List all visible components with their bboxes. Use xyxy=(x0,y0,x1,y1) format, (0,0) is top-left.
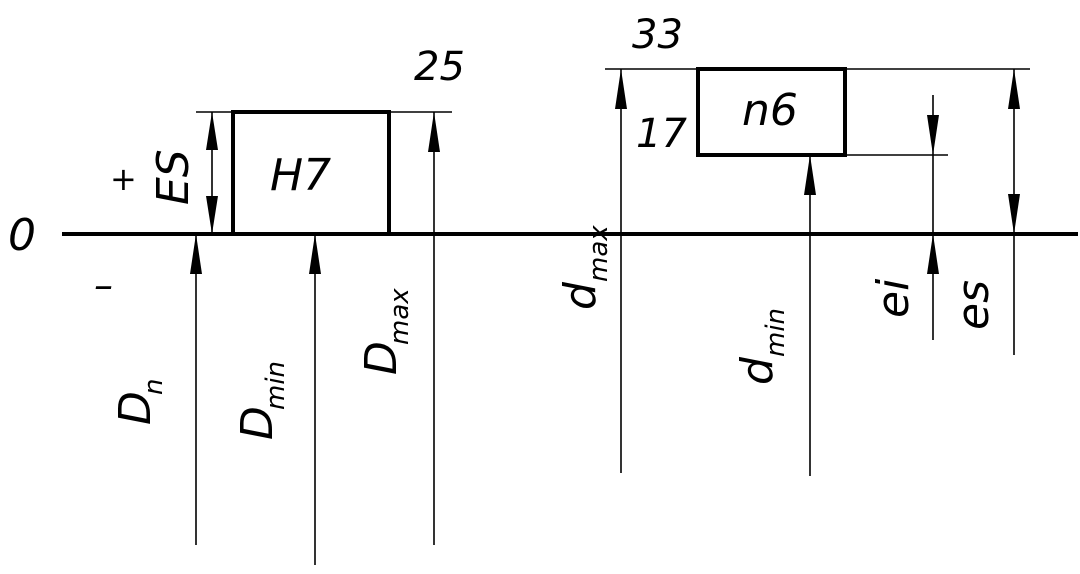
label-d-min-hole-main: D xyxy=(232,406,283,440)
zero-line-label: 0 xyxy=(8,210,36,261)
label-es-shaft: es xyxy=(948,280,999,330)
label-d-min-shaft-sub: min xyxy=(761,308,791,357)
label-d-min-shaft-main: d xyxy=(732,356,783,385)
label-ei: ei xyxy=(868,278,919,318)
dmax-shaft-arrow xyxy=(615,69,627,109)
label-d-max-hole: D max xyxy=(356,288,415,375)
es-shaft-arrow-up xyxy=(1008,69,1020,109)
hole-tolerance-field xyxy=(231,110,391,236)
dmin-shaft-arrow xyxy=(804,155,816,195)
label-d-n-main: D xyxy=(110,391,161,425)
es-hole-arrow-down xyxy=(206,196,218,234)
ei-arrow-up xyxy=(927,234,939,274)
dn-arrow xyxy=(190,234,202,274)
label-d-max-hole-main: D xyxy=(356,341,407,375)
label-d-max-shaft: d max xyxy=(555,225,614,310)
es-shaft-arrow-down xyxy=(1008,194,1020,234)
hole-upper-deviation-value: 25 xyxy=(414,44,465,90)
ei-arrow-down xyxy=(927,115,939,155)
label-d-n-sub: n xyxy=(139,379,169,395)
label-d-min-shaft: d min xyxy=(732,308,791,385)
plus-sign: + xyxy=(110,160,137,198)
shaft-lower-deviation-value: 17 xyxy=(636,111,687,157)
label-d-min-hole-sub: min xyxy=(261,361,291,410)
shaft-field-label: n6 xyxy=(742,85,798,136)
dmax-hole-arrow xyxy=(428,112,440,152)
es-hole-arrow-up xyxy=(206,112,218,150)
minus-sign: – xyxy=(94,263,113,307)
label-d-max-hole-sub: max xyxy=(385,288,415,345)
dmin-hole-arrow xyxy=(309,234,321,274)
label-d-max-shaft-sub: max xyxy=(584,225,614,282)
label-d-min-hole: D min xyxy=(232,361,291,440)
shaft-upper-deviation-value: 33 xyxy=(632,12,683,58)
hole-field-label: H7 xyxy=(270,150,331,201)
label-d-max-shaft-main: d xyxy=(555,281,606,310)
label-d-n: D n xyxy=(110,379,169,425)
es-hole-label: ES xyxy=(148,149,199,205)
